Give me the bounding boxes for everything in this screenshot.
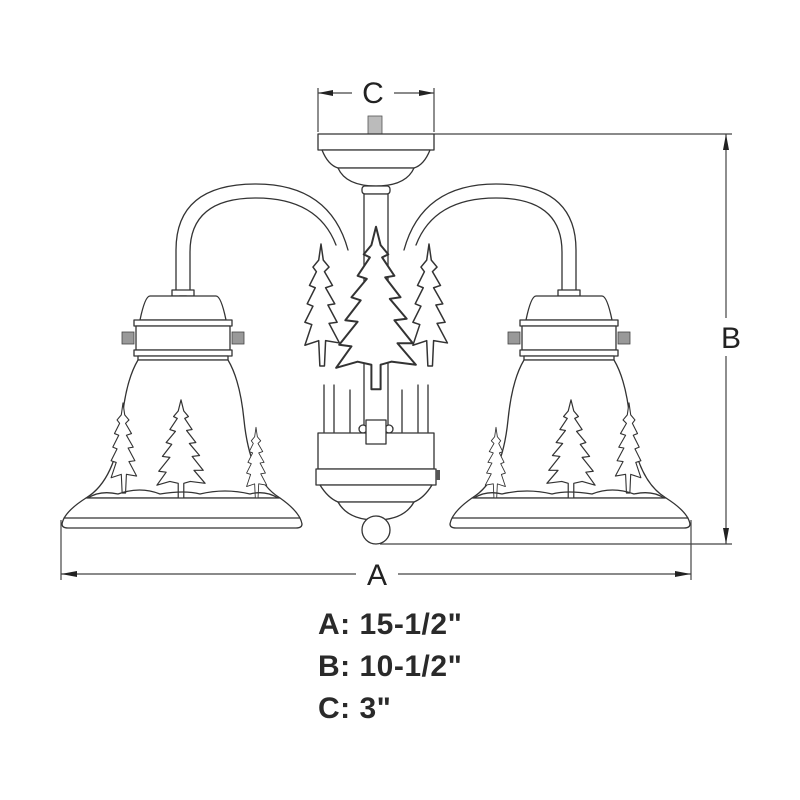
left-arm <box>175 183 349 301</box>
left-shade <box>61 289 303 529</box>
right-shade <box>449 289 691 529</box>
pine-tree-center-icon <box>335 225 417 391</box>
canopy <box>317 115 435 187</box>
spec-row-b: B: 10-1/2" <box>318 650 462 684</box>
spec-key: B: <box>318 650 351 683</box>
dimension-a-label: A <box>367 559 387 592</box>
spec-value: 15-1/2" <box>359 608 463 641</box>
dimension-c-label: C <box>362 77 384 110</box>
pine-tree-left-icon <box>303 243 341 367</box>
center-pine-trees <box>303 225 449 391</box>
right-arm <box>403 183 577 301</box>
dimension-a: A <box>60 520 692 592</box>
cage-bars <box>323 384 429 434</box>
center-body <box>315 419 440 545</box>
dimension-b-label: B <box>721 322 741 355</box>
dimension-c: C <box>317 77 435 132</box>
spec-key: C: <box>318 692 351 725</box>
spec-key: A: <box>318 608 351 641</box>
spec-value: 3" <box>359 692 392 725</box>
spec-value: 10-1/2" <box>359 650 463 683</box>
pine-tree-right-icon <box>411 243 449 367</box>
spec-row-c: C: 3" <box>318 692 391 726</box>
dimension-b: B <box>380 133 741 545</box>
spec-row-a: A: 15-1/2" <box>318 608 462 642</box>
